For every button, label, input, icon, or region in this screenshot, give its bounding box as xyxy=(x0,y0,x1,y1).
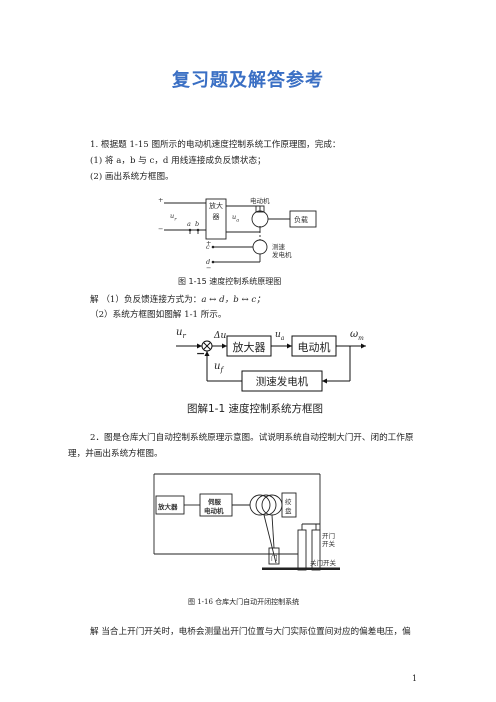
fig1-c: c xyxy=(206,243,210,251)
fig3-open-switch-2: 开关 xyxy=(322,540,335,548)
sol2-line1: 解 当合上开门开关时，电桥会测量出开门位置与大门实际位置间对应的偏差电压，偏 xyxy=(90,627,411,637)
fig1-amplifier: 放大器 xyxy=(209,202,223,221)
fig3-caption: 图 1-16 仓库大门自动开闭控制系统 xyxy=(188,598,300,606)
fig1-b: b xyxy=(195,220,200,228)
fig3-servo-2: 电动机 xyxy=(204,507,224,515)
figure-1-15: + − ur a b + c d − 放大器 ua 电动机 负载 测速 发电机 xyxy=(150,192,350,272)
fig3-door: 门 xyxy=(271,554,278,562)
fig2-omega: ωm xyxy=(350,329,364,342)
fig1-ua: ua xyxy=(232,213,240,224)
fig2-amplifier: 放大器 xyxy=(232,341,266,354)
fig2-uf: uf xyxy=(214,361,224,374)
q1-line3: (2) 画出系统方框图。 xyxy=(90,172,174,182)
fig2-ua: ua xyxy=(275,330,285,342)
fig2-minus: − xyxy=(196,347,206,360)
figure-1-16: 放大器 伺服 电动机 绞 盘 门 开门 开关 关门开关 xyxy=(150,468,346,580)
fig1-minus1: − xyxy=(158,225,164,233)
fig1-load: 负载 xyxy=(294,216,308,224)
fig1-ur: ur xyxy=(170,212,177,223)
page-title: 复习题及解答参考 xyxy=(172,70,324,91)
sol1-line2: （2）系统方框图如图解 1-1 所示。 xyxy=(90,310,227,320)
fig1-tacho-label-2: 发电机 xyxy=(272,251,292,259)
fig1-motor-label: 电动机 xyxy=(250,197,270,205)
fig3-open-switch-1: 开门 xyxy=(322,532,335,540)
fig2-tachogenerator: 测速发电机 xyxy=(255,376,309,388)
fig3-drum-2: 盘 xyxy=(285,507,292,515)
q1-line1: 1. 根据题 1-15 图所示的电动机速度控制系统工作原理图，完成： xyxy=(90,140,341,150)
q2-line2: 理，并画出系统方框图。 xyxy=(68,449,163,459)
fig1-tacho-label-1: 测速 xyxy=(272,243,285,251)
fig1-plus2: + xyxy=(206,239,212,247)
page-number: 1 xyxy=(412,674,418,683)
fig3-drum-1: 绞 xyxy=(285,498,292,506)
figure-block-diagram: ur Δu − 放大器 ua 电动机 ωm uf 测速发电机 xyxy=(170,326,370,418)
sol1-line1: 解 （1）负反馈连接方式为：a ↔ d，b ↔ c； xyxy=(90,295,265,305)
fig1-caption: 图 1-15 速度控制系统原理图 xyxy=(178,277,282,286)
q1-line2: (1) 将 a，b 与 c，d 用线连接成负反馈状态； xyxy=(90,156,266,166)
fig1-a: a xyxy=(187,220,191,228)
fig3-amplifier: 放大器 xyxy=(158,503,178,511)
fig2-ur: ur xyxy=(176,327,186,340)
fig2-motor: 电动机 xyxy=(297,341,331,354)
fig1-d: d xyxy=(206,258,211,266)
fig2-caption: 图解1-1 速度控制系统方框图 xyxy=(187,403,323,415)
fig3-close-switch: 关门开关 xyxy=(310,559,336,567)
q2-line1: 2．图是仓库大门自动控制系统原理示意图。试说明系统自动控制大门开、闭的工作原 xyxy=(90,433,414,443)
fig1-plus1: + xyxy=(158,196,164,204)
fig3-servo-1: 伺服 xyxy=(208,498,221,506)
fig2-delta-u: Δu xyxy=(214,331,227,341)
fig1-minus2: − xyxy=(206,264,212,272)
